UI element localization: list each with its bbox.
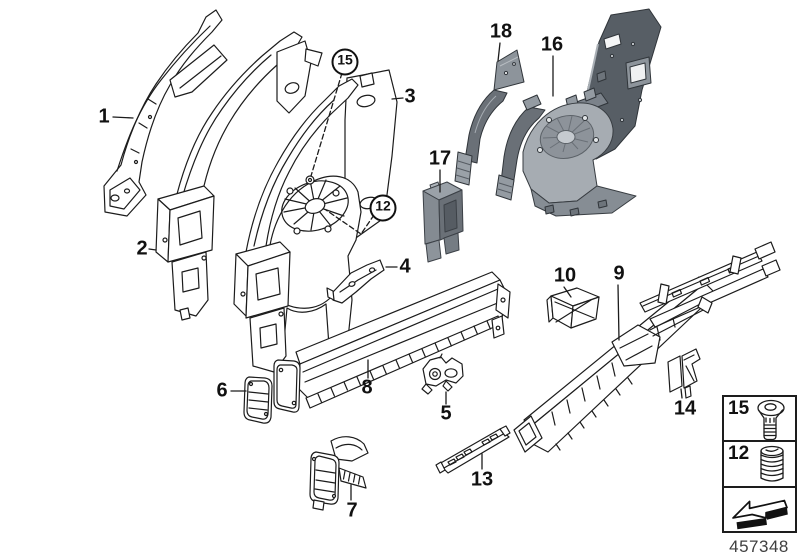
callout-14[interactable]: 14 bbox=[673, 397, 697, 420]
fastener-legend-box: 15 12 bbox=[722, 395, 797, 533]
part-17-drawing bbox=[422, 181, 464, 263]
part-8-drawing bbox=[273, 271, 511, 413]
callout-10[interactable]: 10 bbox=[553, 264, 577, 287]
callout-16[interactable]: 16 bbox=[540, 33, 564, 56]
legend-row-screw: 15 bbox=[724, 397, 795, 441]
part-2-drawing bbox=[155, 31, 323, 321]
callout-13[interactable]: 13 bbox=[470, 468, 494, 491]
callout-2[interactable]: 2 bbox=[136, 237, 148, 260]
callout-3[interactable]: 3 bbox=[404, 85, 416, 108]
legend-row-arrow bbox=[724, 485, 795, 531]
part-16-drawing bbox=[495, 8, 662, 217]
direction-of-travel-arrow-icon bbox=[731, 499, 788, 529]
part-10-drawing bbox=[546, 287, 600, 329]
callout-6[interactable]: 6 bbox=[216, 379, 228, 402]
countersunk-screw-icon bbox=[757, 399, 785, 441]
callout-18[interactable]: 18 bbox=[489, 20, 513, 43]
part-13-drawing bbox=[435, 425, 511, 474]
legend-row-spring: 12 bbox=[724, 440, 795, 485]
callout-12-circled[interactable]: 12 bbox=[369, 194, 397, 222]
callout-7[interactable]: 7 bbox=[346, 499, 358, 522]
callout-1[interactable]: 1 bbox=[98, 105, 110, 128]
part-6-drawing bbox=[243, 376, 273, 424]
legend-label-15[interactable]: 15 bbox=[728, 398, 750, 419]
part-14-drawing bbox=[667, 348, 701, 399]
callout-8[interactable]: 8 bbox=[361, 376, 373, 399]
part-4-drawing bbox=[326, 259, 385, 304]
leader-lines bbox=[112, 42, 683, 501]
diagram-number: 457348 bbox=[729, 537, 789, 556]
callout-5[interactable]: 5 bbox=[440, 402, 452, 425]
part-1-drawing bbox=[103, 9, 228, 217]
part-7-drawing bbox=[309, 436, 369, 511]
callout-17[interactable]: 17 bbox=[428, 147, 452, 170]
coil-spring-insert-icon bbox=[760, 446, 784, 482]
part-9-drawing bbox=[513, 241, 781, 453]
legend-label-12[interactable]: 12 bbox=[728, 443, 750, 465]
part-18-drawing bbox=[454, 49, 525, 186]
callout-4[interactable]: 4 bbox=[399, 255, 411, 278]
callout-9[interactable]: 9 bbox=[613, 262, 625, 285]
part-5-drawing bbox=[421, 353, 464, 395]
callout-15-circled[interactable]: 15 bbox=[331, 48, 359, 76]
